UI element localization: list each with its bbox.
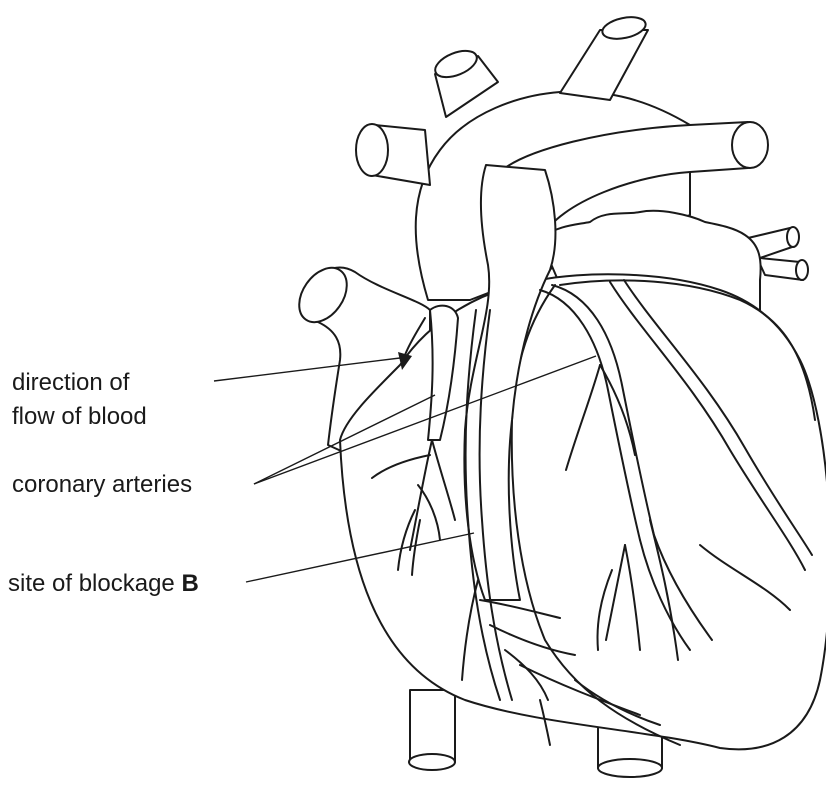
label-blockage-prefix: site of blockage [8,570,181,597]
label-direction-line1: direction of [12,369,130,396]
labels: direction of flow of blood coronary arte… [8,369,199,597]
label-site-of-blockage: site of blockage B [8,570,199,597]
label-blockage-letter: B [181,570,198,597]
label-direction-line2: flow of blood [12,403,147,430]
label-coronary-arteries: coronary arteries [12,471,192,498]
left-subclavian-artery [560,30,648,100]
heart-body [289,165,826,749]
